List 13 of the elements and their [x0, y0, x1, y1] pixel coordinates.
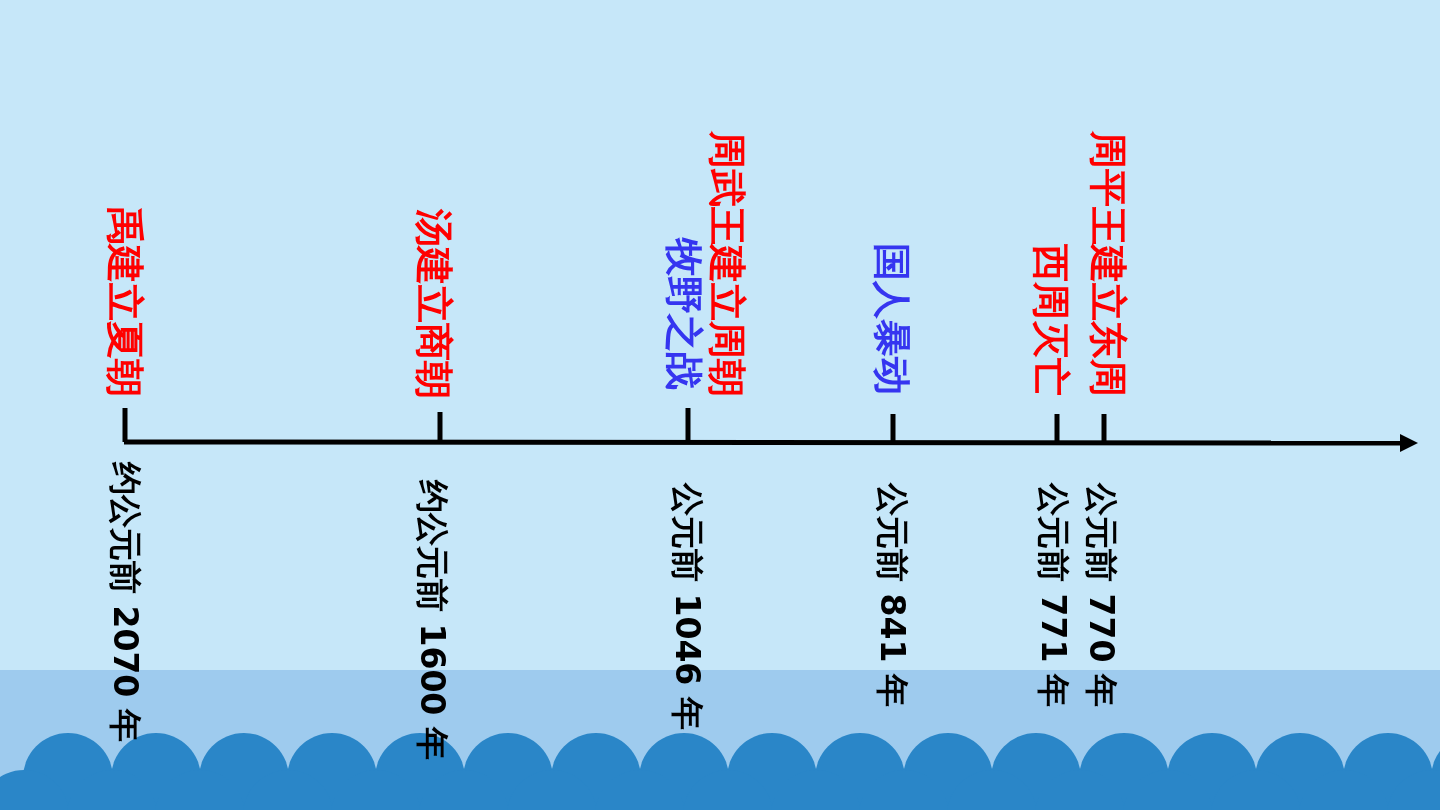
event-label: 周武王建立周朝 [708, 131, 746, 397]
date-label: 公元前 771 年 [1036, 483, 1070, 707]
event-label: 禹建立夏朝 [106, 207, 144, 397]
date-label: 约公元前 1600 年 [415, 480, 449, 760]
event-label: 周平王建立东周 [1089, 131, 1127, 397]
event-label: 牧野之战 [665, 238, 703, 390]
date-label: 约公元前 2070 年 [108, 462, 142, 742]
date-label: 公元前 1046 年 [670, 483, 704, 730]
date-label: 公元前 841 年 [875, 483, 909, 707]
event-label: 国人暴动 [873, 243, 911, 395]
event-label: 西周灭亡 [1032, 244, 1070, 396]
date-label: 公元前 770 年 [1084, 483, 1118, 707]
event-label: 汤建立商朝 [415, 209, 453, 399]
